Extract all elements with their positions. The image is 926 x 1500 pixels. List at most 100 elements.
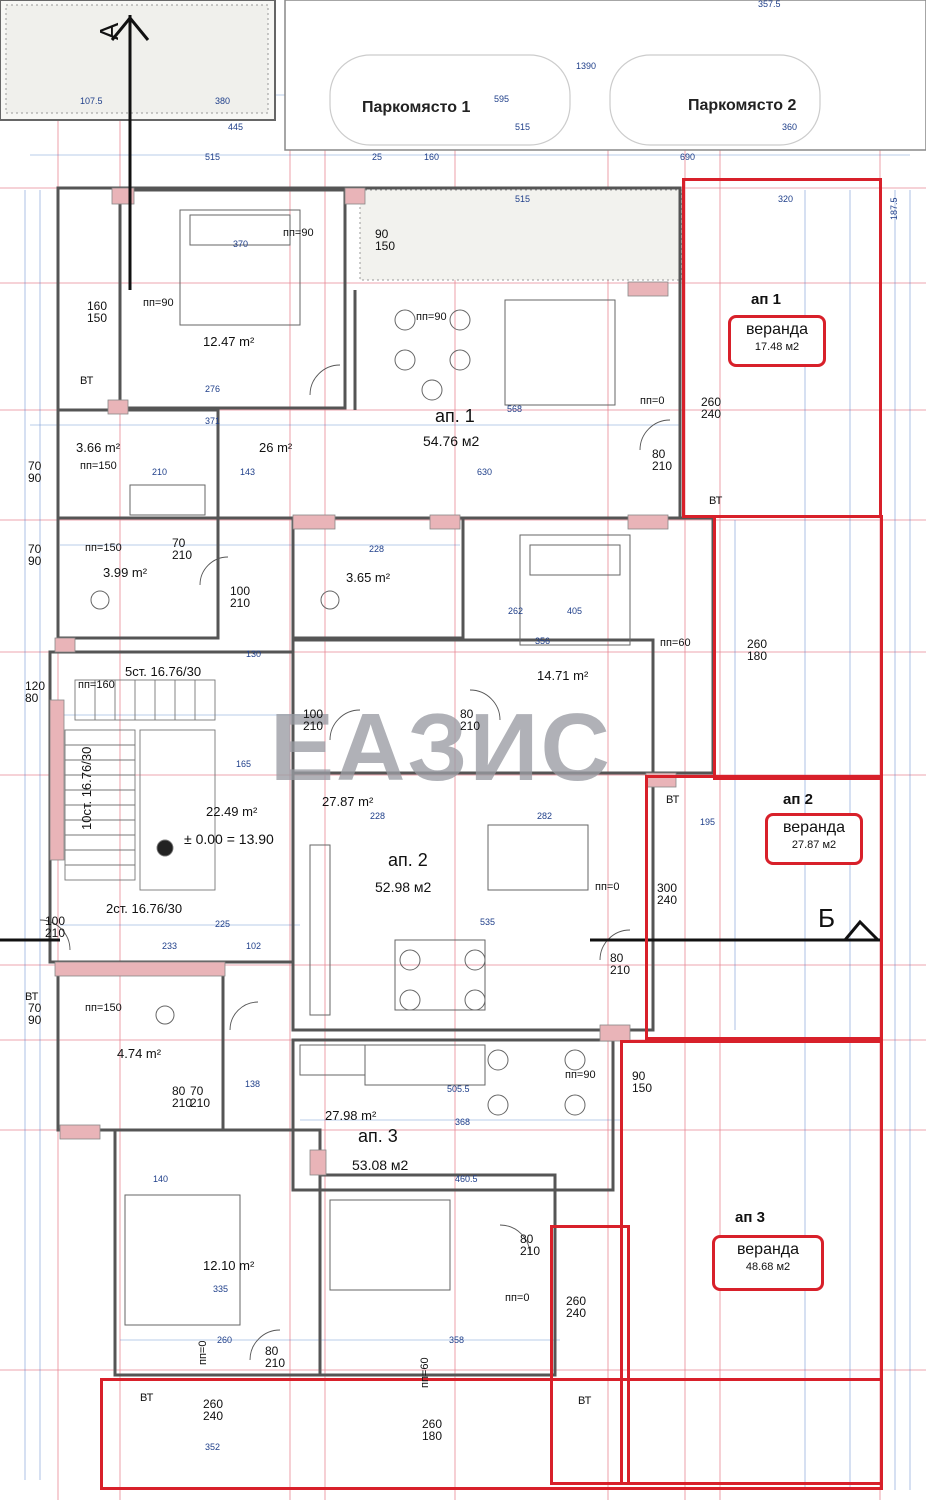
dimension-label: 630 [477,467,493,477]
sill-note: пп=0 [197,1340,209,1365]
door-size: 260 240 [566,1294,587,1320]
dimension-label: 357.5 [758,0,781,9]
bt-mark: ВТ [140,1392,154,1404]
veranda-ap1-label: веранда [745,321,809,338]
veranda-frame-ap2-upper [713,515,883,780]
veranda-frame-ap2-lower [645,775,883,1040]
dimension-label: 405 [567,606,583,616]
dimension-label: 276 [205,384,221,394]
room-area-stair-hall: 22.49 m² [206,804,258,819]
sill-note: пп=0 [595,881,620,893]
dimension-label: 515 [515,194,531,204]
dimension-label: 380 [215,96,231,106]
veranda-ap2-tag: ап 2 [783,791,813,808]
bt-mark: ВТ [80,375,94,387]
door-size: 80 210 [652,447,673,473]
door-size: 260 180 [422,1417,443,1443]
dimension-label: 228 [369,544,385,554]
dimension-label: 225 [215,919,231,929]
dimension-label: 233 [162,941,178,951]
veranda-ap3-label: веранда [736,1241,800,1258]
door-size: 120 80 [25,679,46,705]
sill-note: пп=150 [80,460,117,472]
door-size: 300 240 [657,881,678,907]
dimension-label: 595 [494,94,510,104]
bt-mark: ВТ [666,794,680,806]
parking-spot-1-label: Паркомясто 1 [362,99,471,116]
veranda-ap1-box: веранда 17.48 м2 [728,315,826,367]
dimension-label: 335 [213,1284,229,1294]
door-size: 100 210 [45,914,66,940]
veranda-ap2-label: веранда [782,819,846,836]
dimension-label: 568 [507,404,523,414]
dimension-label: 187.5 [889,197,899,220]
section-marker-a: А [94,22,124,40]
dimension-label: 370 [233,239,249,249]
bt-mark: ВТ [578,1395,592,1407]
dimension-label: 320 [778,194,794,204]
dimension-label: 1390 [576,61,597,71]
dimension-label: 228 [370,811,386,821]
sill-note: пп=0 [640,395,665,407]
dimension-label: 515 [205,152,221,162]
dimension-label: 460.5 [455,1174,478,1184]
dimension-label: 140 [153,1174,169,1184]
apartment-2-area: 52.98 м2 [375,879,432,895]
door-size: 80 210 [460,707,481,733]
sill-note: пп=60 [419,1357,431,1388]
dimension-label: 160 [424,152,440,162]
room-area-bath-2: 3.65 m² [346,570,391,585]
room-area-living-1: 26 m² [259,440,293,455]
door-size: 100 210 [303,707,324,733]
sill-note: пп=60 [660,637,691,649]
wall-columns [49,187,677,1176]
room-area-bedroom-2: 14.71 m² [537,668,589,683]
door-size: 70 210 [190,1084,211,1110]
door-size: 70 90 [28,542,42,568]
sill-note: пп=150 [85,542,122,554]
dimension-label: 352 [205,1442,221,1452]
door-size: 70 90 [28,459,42,485]
veranda-ap1-tag: ап 1 [751,291,781,308]
dimension-label: 260 [217,1335,233,1345]
sill-note: пп=90 [283,227,314,239]
dimension-label: 143 [240,467,256,477]
room-area-bedroom-3: 12.10 m² [203,1258,255,1273]
door-size: 80 210 [172,1084,193,1110]
furniture [90,209,631,1326]
veranda-ap3-box: веранда 48.68 м2 [712,1235,824,1291]
stairs [64,679,216,891]
door-size: 80 210 [520,1232,541,1258]
dimension-label: 165 [236,759,252,769]
section-line-b [0,919,880,942]
dimension-label: 210 [152,467,168,477]
apartment-1-title: ап. 1 [435,406,475,426]
section-line-a [110,15,150,290]
room-area-bath-1b: 3.99 m² [103,565,148,580]
veranda-frame-ap3-middle [550,1225,630,1485]
dimension-label: 371 [205,416,221,426]
room-area-bath-1a: 3.66 m² [76,440,121,455]
door-swings [39,364,671,1361]
dimension-label: 195 [700,817,716,827]
dimension-label: 445 [228,122,244,132]
dimension-label: 262 [508,606,524,616]
dimension-label: 102 [246,941,262,951]
door-size: 160 150 [87,299,108,325]
parking-area [0,0,926,281]
sill-note: пп=90 [143,297,174,309]
veranda-ap2-area: 27.87 м2 [791,839,837,851]
dimension-label: 138 [245,1079,261,1089]
logo-text: ЕАЗИС [270,694,612,801]
veranda-ap3-tag: ап 3 [735,1209,765,1226]
sill-note: пп=150 [85,1002,122,1014]
door-size: 100 210 [230,584,251,610]
door-size: 260 180 [747,637,768,663]
room-area-living-3: 27.98 m² [325,1108,377,1123]
door-size: 90 150 [375,227,396,253]
bt-mark: ВТ [709,495,723,507]
veranda-ap2-box: веранда 27.87 м2 [765,813,863,865]
room-area-bedroom-1: 12.47 m² [203,334,255,349]
dimension-label: 356 [535,636,551,646]
